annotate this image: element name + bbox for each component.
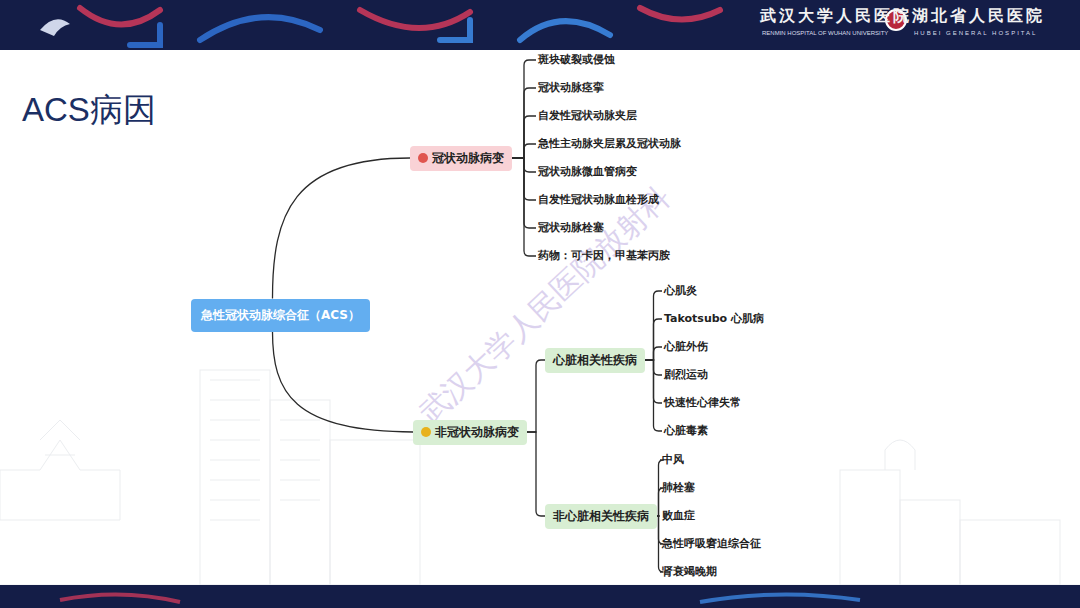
node-text: 心脏相关性疾病 <box>553 353 637 368</box>
leaf-item: 心肌炎 <box>662 282 699 300</box>
hospital-logo-text: 湖北省人民医院 <box>912 6 1045 27</box>
leaf-item: 肾衰竭晚期 <box>660 563 719 581</box>
leaf-item: 中风 <box>660 451 686 469</box>
connector-line <box>645 347 662 360</box>
node-text: 快速性心律失常 <box>664 396 741 409</box>
connector-line <box>272 332 413 433</box>
branch-box: 非心脏相关性疾病 <box>545 504 657 529</box>
node-text: 冠状动脉痉挛 <box>538 81 604 94</box>
node-text: 肺栓塞 <box>662 481 695 494</box>
footer-band <box>0 585 1080 608</box>
leaf-item: 快速性心律失常 <box>662 394 743 412</box>
node-text: 败血症 <box>662 509 695 522</box>
leaf-item: 冠状动脉痉挛 <box>536 79 606 97</box>
leaf-item: 心脏毒素 <box>662 422 710 440</box>
node-text: 剧烈运动 <box>664 368 708 381</box>
node-text: 肾衰竭晚期 <box>662 565 717 578</box>
connector-line <box>272 158 410 299</box>
leaf-item: 自发性冠状动脉夹层 <box>536 107 639 125</box>
leaf-item: 药物：可卡因，甲基苯丙胺 <box>536 247 672 265</box>
connector-line <box>527 432 545 516</box>
leaf-item: 冠状动脉栓塞 <box>536 219 606 237</box>
logo-bird <box>40 19 70 36</box>
skyline <box>0 370 1080 585</box>
node-text: 冠状动脉病变 <box>432 151 504 166</box>
connector-line <box>645 319 662 360</box>
leaf-item: 急性主动脉夹层累及冠状动脉 <box>536 135 683 153</box>
node-text: 非心脏相关性疾病 <box>553 509 649 524</box>
leaf-item: 败血症 <box>660 507 697 525</box>
leaf-item: 自发性冠状动脉血栓形成 <box>536 191 661 209</box>
connector-line <box>645 360 662 431</box>
node-text: 中风 <box>662 453 684 466</box>
connector-line <box>512 116 536 158</box>
branch-icon <box>421 427 431 437</box>
connector-line <box>512 88 536 158</box>
leaf-item: 剧烈运动 <box>662 366 710 384</box>
connector-line <box>527 360 545 432</box>
node-text: 心脏毒素 <box>664 424 708 437</box>
node-text: 急性呼吸窘迫综合征 <box>662 537 761 550</box>
header-decoration <box>80 8 720 45</box>
node-text: 药物：可卡因，甲基苯丙胺 <box>538 249 670 262</box>
leaf-item: 心脏外伤 <box>662 338 710 356</box>
connector-line <box>512 60 536 158</box>
node-text: Takotsubo 心肌病 <box>664 312 764 325</box>
node-text: 冠状动脉栓塞 <box>538 221 604 234</box>
header-band <box>0 0 1080 50</box>
node-text: 急性冠状动脉综合征（ACS） <box>201 308 360 323</box>
leaf-item: 急性呼吸窘迫综合征 <box>660 535 763 553</box>
node-text: 心脏外伤 <box>664 340 708 353</box>
slide-title: ACS病因 <box>22 88 156 133</box>
watermark: 武汉大学人民医院放射科 <box>410 178 679 433</box>
node-text: 冠状动脉微血管病变 <box>538 165 637 178</box>
connector-line <box>512 158 536 256</box>
root-box: 急性冠状动脉综合征（ACS） <box>191 299 370 332</box>
node-text: 心肌炎 <box>664 284 697 297</box>
connector-line <box>512 144 536 158</box>
leaf-item: 肺栓塞 <box>660 479 697 497</box>
branch-box: 心脏相关性疾病 <box>545 348 645 373</box>
hospital-logo-english: HUBEI GENERAL HOSPITAL <box>914 30 1037 36</box>
node-text: 自发性冠状动脉血栓形成 <box>538 193 659 206</box>
node-text: 急性主动脉夹层累及冠状动脉 <box>538 137 681 150</box>
leaf-item: 冠状动脉微血管病变 <box>536 163 639 181</box>
node-text: 自发性冠状动脉夹层 <box>538 109 637 122</box>
branch-box: 冠状动脉病变 <box>410 146 512 171</box>
node-text: 斑块破裂或侵蚀 <box>538 53 615 66</box>
leaf-item: 斑块破裂或侵蚀 <box>536 51 617 69</box>
branch-icon <box>418 153 428 163</box>
connector-line <box>645 291 662 360</box>
hospital-logo-english: RENMIN HOSPITAL OF WUHAN UNIVERSITY <box>762 30 888 36</box>
footer-decoration <box>60 594 860 602</box>
node-text: 非冠状动脉病变 <box>435 425 519 440</box>
leaf-item: Takotsubo 心肌病 <box>662 310 766 328</box>
hospital-logo-text: 武汉大学人民医院 <box>760 6 912 27</box>
branch-box: 非冠状动脉病变 <box>413 420 527 445</box>
